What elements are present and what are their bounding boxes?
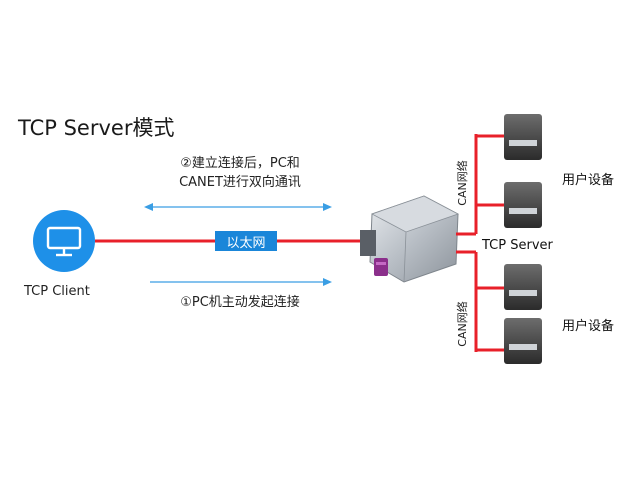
user-device-1 xyxy=(504,114,542,160)
bidirectional-note: ②建立连接后，PC和 CANET进行双向通讯 xyxy=(150,154,330,192)
monitor-icon xyxy=(33,210,95,272)
can-bus-top xyxy=(456,134,506,236)
bidirectional-arrow xyxy=(144,203,332,211)
user-device-4 xyxy=(504,318,542,364)
tcp-server-label: TCP Server xyxy=(482,238,553,253)
page-title: TCP Server模式 xyxy=(18,116,175,140)
user-device-3 xyxy=(504,264,542,310)
can-network-label-top: CAN网络 xyxy=(456,160,469,206)
can-bus-bottom xyxy=(456,250,506,352)
bidirectional-note-line2: CANET进行双向通讯 xyxy=(179,175,301,190)
canet-gateway-device xyxy=(360,195,460,283)
connect-note: ①PC机主动发起连接 xyxy=(180,295,300,310)
user-device-label-bottom: 用户设备 xyxy=(562,319,615,334)
bidirectional-note-line1: ②建立连接后，PC和 xyxy=(180,156,300,171)
user-device-2 xyxy=(504,182,542,228)
tcp-client-label: TCP Client xyxy=(24,284,90,299)
can-network-label-bottom: CAN网络 xyxy=(456,301,469,347)
ethernet-label: 以太网 xyxy=(215,231,277,251)
connect-arrow xyxy=(150,278,332,286)
user-device-label-top: 用户设备 xyxy=(562,173,615,188)
